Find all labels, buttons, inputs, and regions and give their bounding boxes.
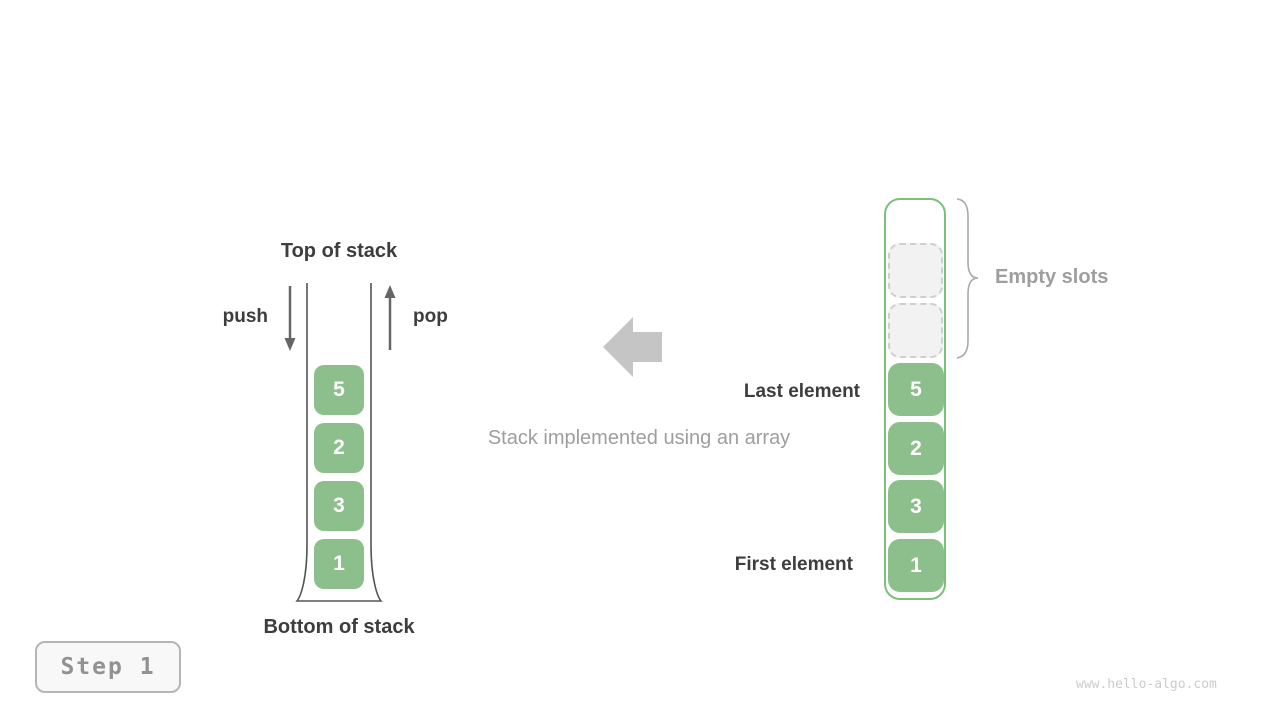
array-cell: 3 bbox=[888, 480, 944, 533]
left-block-arrow-icon bbox=[603, 317, 662, 377]
array-empty-slot bbox=[888, 243, 943, 298]
diagram-caption: Stack implemented using an array bbox=[487, 427, 791, 449]
bottom-of-stack-label: Bottom of stack bbox=[263, 616, 415, 638]
stack-cell: 3 bbox=[314, 481, 364, 531]
empty-slots-brace-icon bbox=[956, 198, 979, 359]
push-label: push bbox=[222, 306, 268, 327]
stack-cell: 5 bbox=[314, 365, 364, 415]
array-cell: 1 bbox=[888, 539, 944, 592]
pop-arrow-icon bbox=[384, 285, 396, 350]
first-element-label: First element bbox=[734, 554, 853, 575]
top-of-stack-label: Top of stack bbox=[280, 240, 398, 262]
stack-cell: 1 bbox=[314, 539, 364, 589]
stack-cell: 2 bbox=[314, 423, 364, 473]
pop-label: pop bbox=[413, 306, 448, 327]
watermark: www.hello-algo.com bbox=[1076, 677, 1217, 692]
array-cell: 2 bbox=[888, 422, 944, 475]
array-cell: 5 bbox=[888, 363, 944, 416]
step-badge: Step 1 bbox=[35, 641, 181, 693]
last-element-label: Last element bbox=[743, 381, 860, 402]
array-empty-slot bbox=[888, 303, 943, 358]
push-arrow-icon bbox=[284, 286, 296, 351]
step-badge-label: Step 1 bbox=[60, 654, 156, 680]
empty-slots-label: Empty slots bbox=[995, 266, 1109, 288]
